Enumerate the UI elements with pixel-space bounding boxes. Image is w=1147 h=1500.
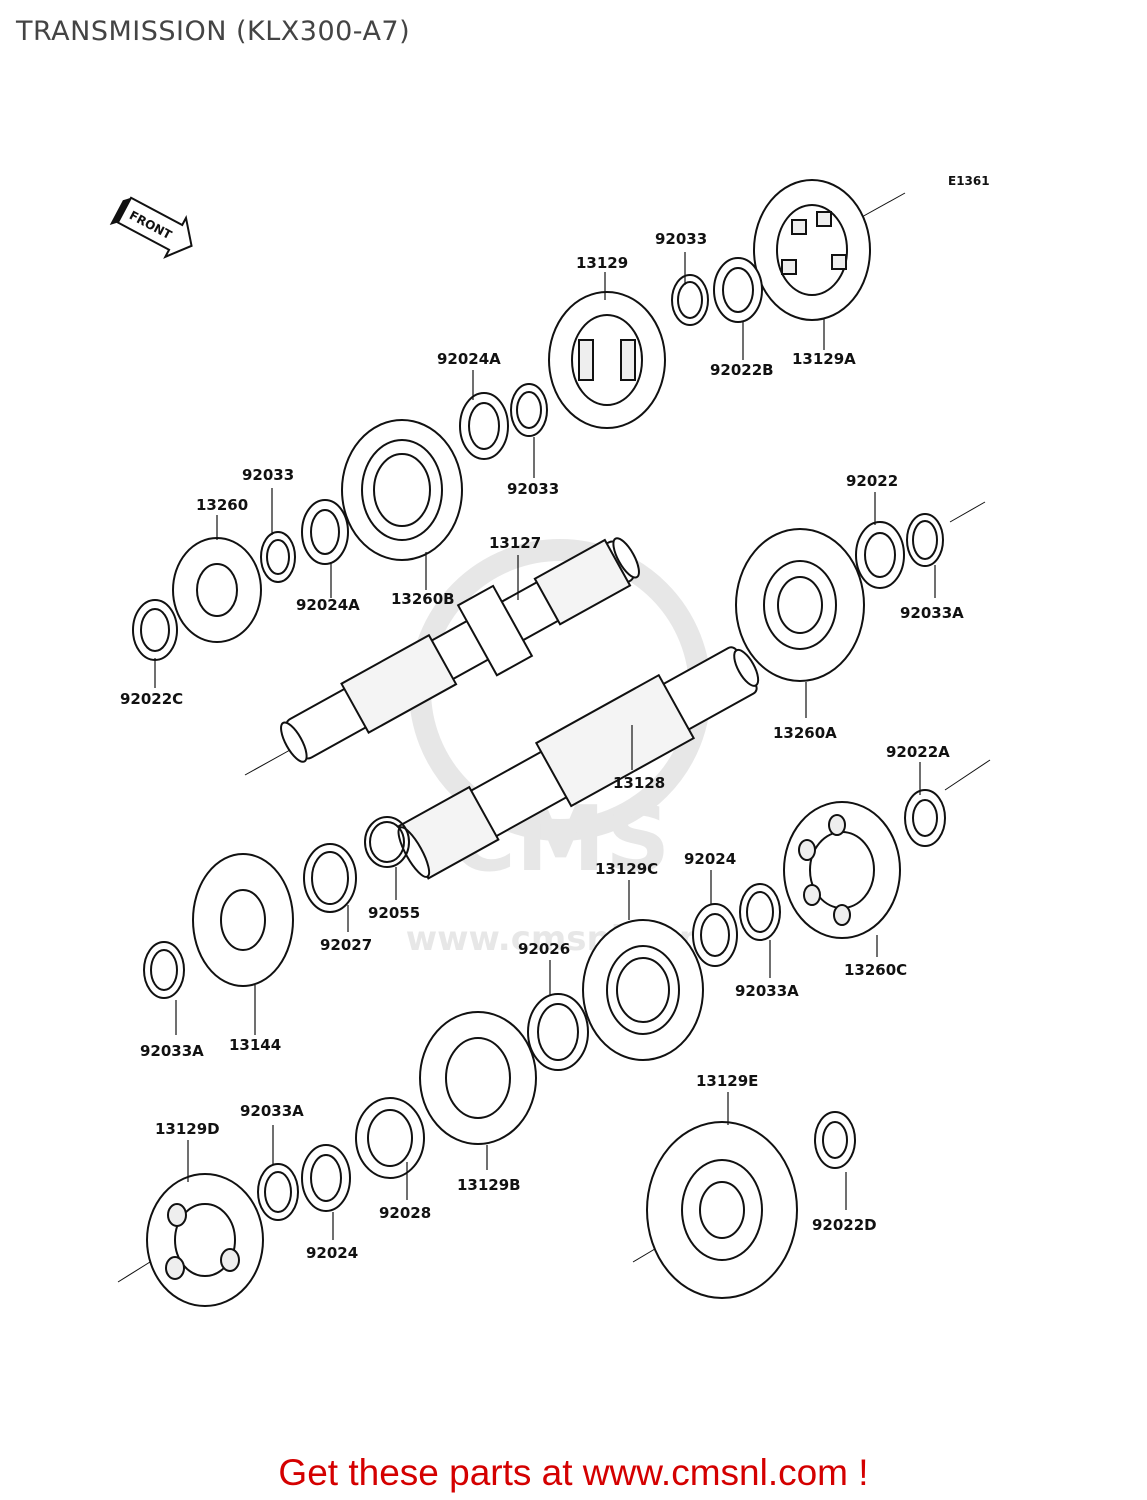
washer-92022B	[713, 257, 763, 323]
gear-13129	[548, 291, 666, 429]
part-label[interactable]: 13129C	[595, 860, 658, 878]
part-label[interactable]: 92033A	[900, 604, 964, 622]
part-label[interactable]: 13144	[229, 1036, 281, 1054]
axis-lines	[117, 192, 991, 1283]
part-label[interactable]: 92033	[655, 230, 707, 248]
part-label[interactable]: 92033A	[140, 1042, 204, 1060]
part-label[interactable]: 13129A	[792, 350, 856, 368]
washer-92024A-top	[459, 392, 509, 460]
washer-92024-bottom	[301, 1144, 351, 1212]
part-label[interactable]: 92022	[846, 472, 898, 490]
washer-92022C	[132, 599, 178, 661]
washer-92024-mid	[692, 903, 738, 967]
collar-92028	[355, 1097, 425, 1179]
part-label[interactable]: 13129D	[155, 1120, 220, 1138]
part-label[interactable]: 92024	[306, 1244, 358, 1262]
part-label[interactable]: 13129E	[696, 1072, 758, 1090]
part-label[interactable]: 13260	[196, 496, 248, 514]
leader-lines	[154, 252, 936, 1240]
footer-link[interactable]: Get these parts at www.cmsnl.com !	[278, 1452, 869, 1493]
components	[132, 179, 946, 1307]
gear-13129B	[419, 1011, 537, 1145]
part-labels: 13129A 92022B 92033 13129 92024A 92033 9…	[120, 230, 964, 1262]
gear-13260A	[735, 528, 865, 682]
part-label[interactable]: 13260C	[844, 961, 907, 979]
washer-92026	[527, 993, 589, 1071]
sprocket-13144	[192, 853, 294, 987]
gear-13129C	[582, 919, 704, 1061]
part-label[interactable]: 92033	[242, 466, 294, 484]
part-label[interactable]: 92028	[379, 1204, 431, 1222]
part-label[interactable]: 13128	[613, 774, 665, 792]
circlip-92033-mid	[510, 383, 548, 437]
part-label[interactable]: 13129	[576, 254, 628, 272]
circlip-92033-top	[671, 274, 709, 326]
part-label[interactable]: 13127	[489, 534, 541, 552]
washer-92024A-left	[301, 499, 349, 565]
gear-13260	[172, 537, 262, 643]
washer-92022D	[814, 1111, 856, 1169]
gear-13260B	[341, 419, 463, 561]
circlip-92033A-right	[906, 513, 944, 567]
circlip-92033-left	[260, 531, 296, 583]
part-label[interactable]: 92027	[320, 936, 372, 954]
collar-92027	[303, 843, 357, 913]
oring-92055	[364, 816, 410, 868]
part-label[interactable]: 92026	[518, 940, 570, 958]
shaft-13128	[397, 646, 760, 880]
gear-13260C	[783, 801, 901, 939]
part-label[interactable]: 92024	[684, 850, 736, 868]
page-title: TRANSMISSION (KLX300-A7)	[16, 16, 411, 47]
part-label[interactable]: 92022C	[120, 690, 183, 708]
diagram-ref: E1361	[948, 174, 990, 188]
washer-92022A	[904, 789, 946, 847]
part-label[interactable]: 92033	[507, 480, 559, 498]
part-label[interactable]: 92033A	[735, 982, 799, 1000]
circlip-92033A-left	[143, 941, 185, 999]
part-label[interactable]: 92055	[368, 904, 420, 922]
part-label[interactable]: 92033A	[240, 1102, 304, 1120]
shaft-13127	[280, 537, 640, 763]
gear-13129A	[753, 179, 871, 321]
gear-13129E	[646, 1121, 798, 1299]
part-label[interactable]: 92022A	[886, 743, 950, 761]
gear-13129D	[146, 1173, 264, 1307]
part-label[interactable]: 92022D	[812, 1216, 877, 1234]
circlip-92033A-bottom	[257, 1163, 299, 1221]
part-label[interactable]: 92024A	[437, 350, 501, 368]
part-label[interactable]: 92024A	[296, 596, 360, 614]
part-label[interactable]: 92022B	[710, 361, 774, 379]
part-label[interactable]: 13260A	[773, 724, 837, 742]
part-label[interactable]: 13260B	[391, 590, 455, 608]
washer-92022	[855, 521, 905, 589]
exploded-view-drawing: CMS www.cmsnl.com E1361 FRONT	[109, 174, 991, 1307]
front-arrow-icon: FRONT	[109, 196, 193, 259]
part-label[interactable]: 13129B	[457, 1176, 521, 1194]
circlip-92033A-mid	[739, 883, 781, 941]
